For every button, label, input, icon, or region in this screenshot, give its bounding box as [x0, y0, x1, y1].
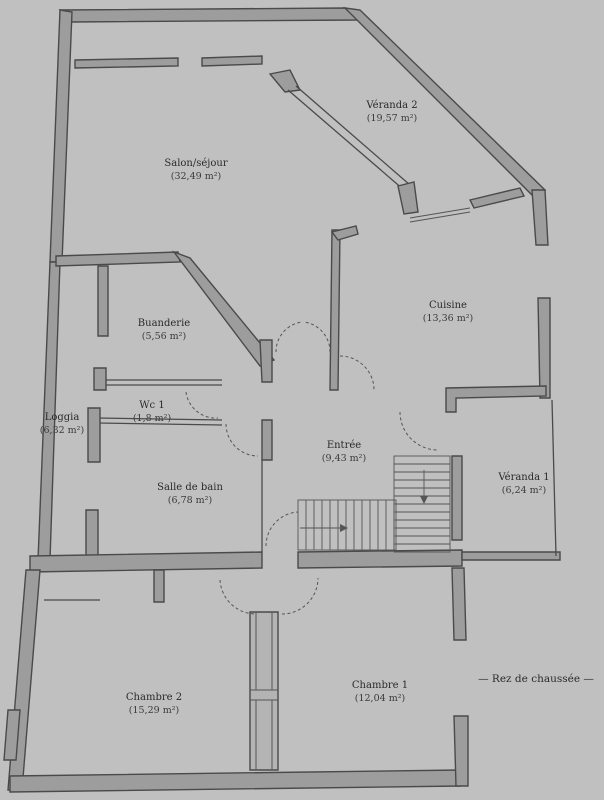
wall-kitchen-top [330, 225, 359, 241]
wall-chambres-partition [249, 611, 279, 771]
room-label-entree: Entrée [327, 440, 361, 451]
room-label-veranda1: Véranda 1 [497, 472, 549, 483]
wall-veranda-pier [397, 181, 419, 215]
room-label-chambre2: Chambre 2 [126, 692, 182, 703]
wall-buanderie-left [97, 265, 109, 337]
wall-veranda1-left [451, 455, 463, 541]
wall-left-loggia [37, 261, 61, 561]
wall-buanderie-pier [259, 339, 273, 383]
wall-chambre1-right-lower [453, 715, 469, 787]
wall-chambre2-top-pier [153, 569, 165, 603]
wall-loggia-pier2 [85, 509, 99, 557]
room-label-loggia: Loggia [45, 412, 80, 423]
wall-buanderie-diagonal [171, 250, 276, 367]
line-veranda-sill2 [409, 211, 471, 223]
wall-wc-left-stub [93, 367, 107, 391]
wall-veranda-pier2 [468, 187, 526, 209]
room-label-buanderie: Buanderie [138, 318, 190, 329]
room-area-buanderie: (5,56 m²) [142, 331, 186, 342]
wall-veranda2-right [531, 189, 549, 246]
wall-salon-window-top2 [201, 55, 263, 67]
room-area-chambre1: (12,04 m²) [355, 693, 405, 704]
wall-wc-bottom [97, 417, 223, 421]
wall-salon-window-top [74, 57, 179, 69]
wall-middle-horizontal-right [297, 549, 463, 569]
room-label-cuisine: Cuisine [429, 300, 467, 311]
room-area-veranda1: (6,24 m²) [502, 485, 546, 496]
room-label-salon: Salon/séjour [164, 158, 227, 169]
room-area-veranda2: (19,57 m²) [367, 113, 417, 124]
staircase [297, 455, 451, 553]
line-veranda-sill [409, 207, 471, 219]
room-labels: Véranda 2 (19,57 m²) Salon/séjour (32,49 m²… [40, 100, 550, 716]
room-area-sdb: (6,78 m²) [168, 495, 212, 506]
wall-salon-veranda-partition [268, 69, 302, 93]
room-area-loggia: (6,32 m²) [40, 425, 84, 436]
wall-kitchen-right [537, 297, 551, 399]
room-area-wc: (1,8 m²) [133, 413, 171, 424]
wall-veranda1-right [551, 399, 557, 557]
room-area-entree: (9,43 m²) [322, 453, 366, 464]
room-label-chambre1: Chambre 1 [352, 680, 408, 691]
wall-chambre1-right [451, 567, 467, 641]
room-label-sdb: Salle de bain [157, 482, 223, 493]
line-salon-veranda [287, 89, 405, 191]
doors [185, 321, 439, 615]
wall-kitchen-left [329, 229, 341, 391]
wall-salon-bottom [55, 251, 181, 267]
room-label-wc: Wc 1 [139, 400, 164, 411]
wall-veranda1-bottom [461, 551, 561, 561]
room-area-chambre2: (15,29 m²) [129, 705, 179, 716]
wall-chambre2-left-stub [3, 709, 21, 761]
line-salon-veranda2 [295, 85, 411, 186]
plan-caption: — Rez de chaussée — [478, 673, 594, 685]
room-area-salon: (32,49 m²) [171, 171, 221, 182]
wall-wc-bottom2 [97, 422, 223, 426]
wall-bath-right [261, 419, 273, 461]
wall-bottom [9, 769, 461, 793]
wall-kitchen-bottom [445, 385, 547, 413]
wall-left-upper [49, 9, 73, 263]
room-area-cuisine: (13,36 m²) [423, 313, 473, 324]
wall-loggia-pier [87, 407, 101, 463]
closet-line-1 [250, 612, 278, 770]
wall-middle-horizontal [29, 551, 263, 573]
room-label-veranda2: Véranda 2 [365, 100, 417, 111]
wall-top [58, 7, 360, 23]
